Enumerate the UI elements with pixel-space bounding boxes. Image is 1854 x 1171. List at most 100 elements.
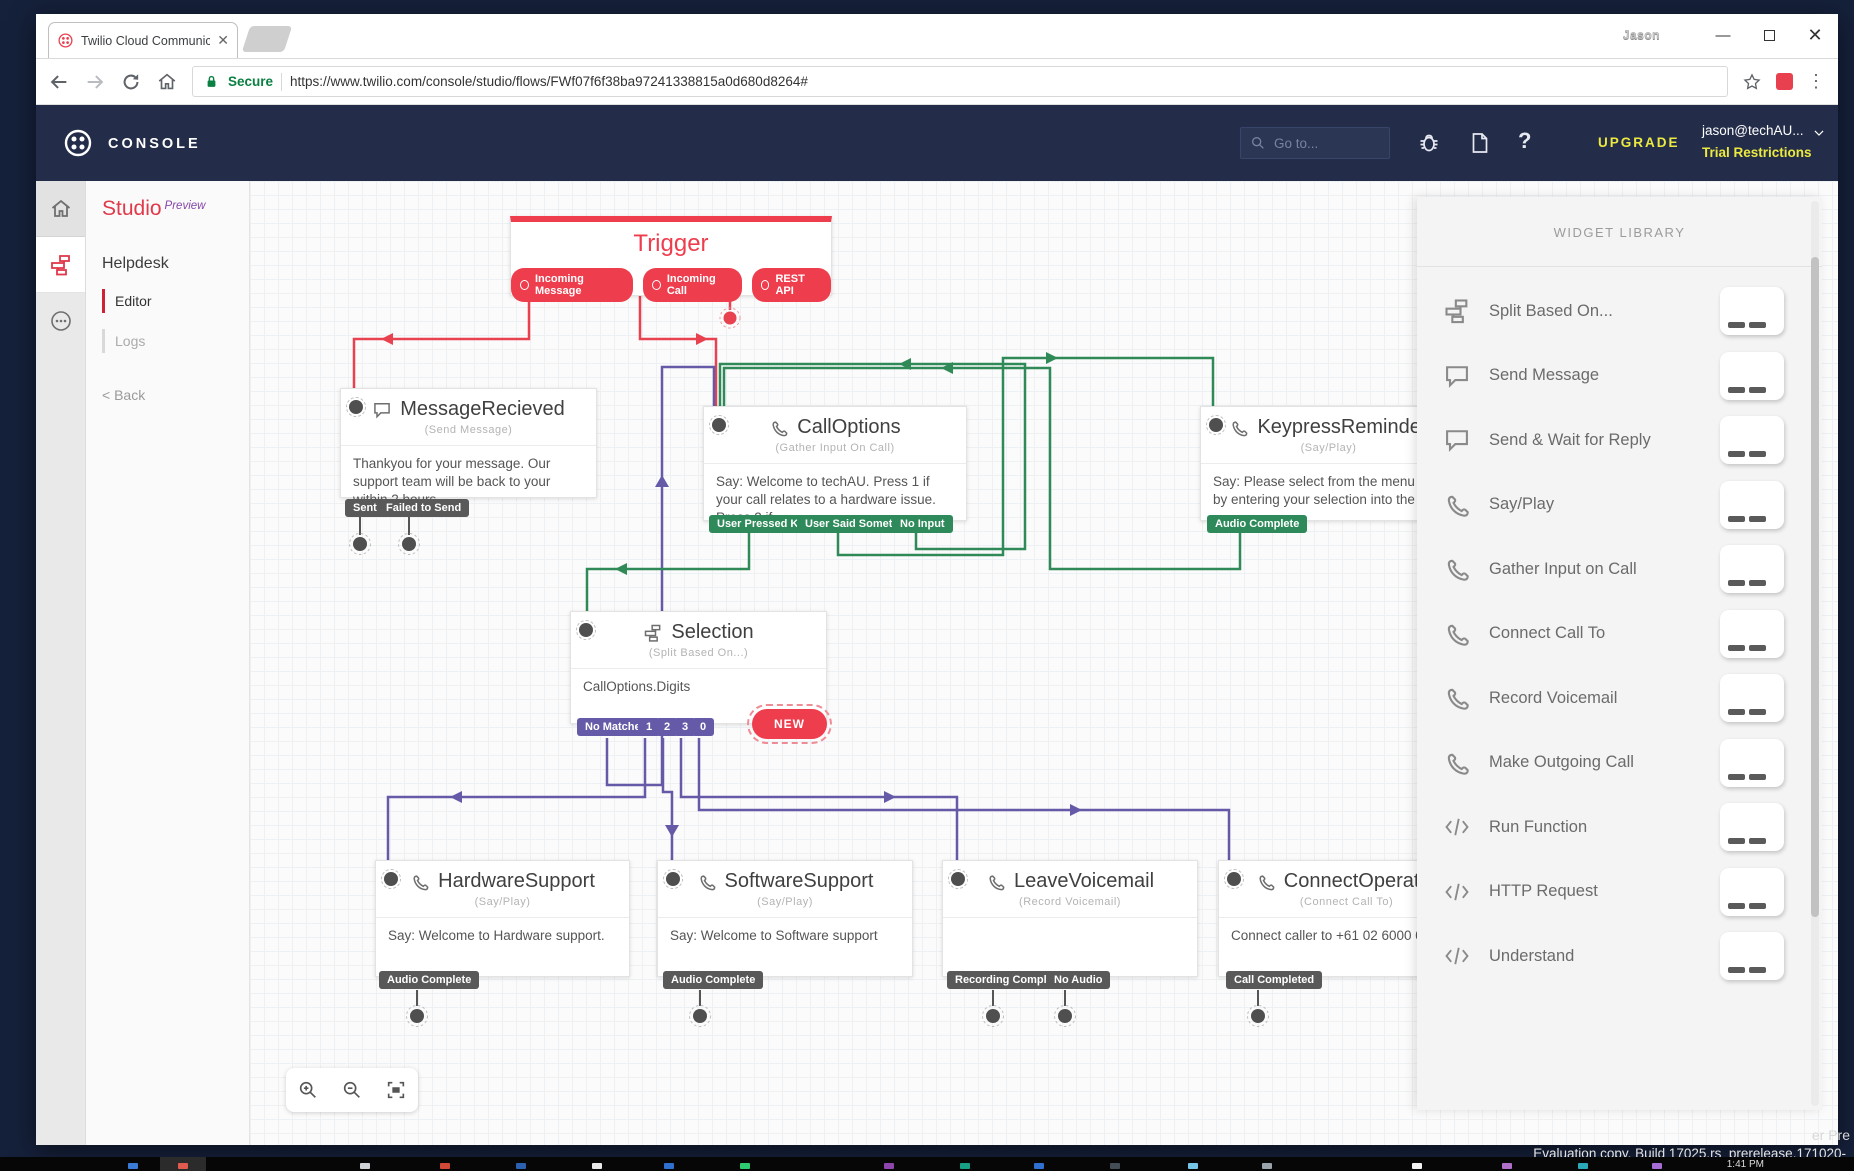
forward-icon[interactable] xyxy=(84,71,106,93)
drag-thumbnail[interactable] xyxy=(1720,738,1784,787)
drag-thumbnail[interactable] xyxy=(1720,545,1784,593)
close-button[interactable]: ✕ xyxy=(1807,24,1823,45)
flow-canvas[interactable]: Trigger Incoming Message Incoming Call R… xyxy=(250,181,1838,1145)
input-port[interactable] xyxy=(381,869,401,889)
taskbar-icon[interactable] xyxy=(178,1163,188,1169)
sidebar-item-logs[interactable]: Logs xyxy=(102,329,249,353)
taskbar-icon[interactable] xyxy=(1502,1163,1512,1169)
output-tag-2[interactable]: 2 xyxy=(656,718,679,736)
drag-thumbnail[interactable] xyxy=(1720,932,1784,980)
library-item-send-wait-reply[interactable]: Send & Wait for Reply xyxy=(1417,408,1808,473)
taskbar-icon[interactable] xyxy=(440,1163,450,1169)
goto-search-input[interactable] xyxy=(1274,135,1374,151)
widget-keypressreminder[interactable]: KeypressReminder (Say/Play) Say: Please … xyxy=(1200,406,1457,521)
widget-messagerecieved[interactable]: MessageRecieved (Send Message) Thankyou … xyxy=(340,388,597,507)
home-icon[interactable] xyxy=(156,71,178,93)
output-tag-no-input[interactable]: No Input xyxy=(892,515,953,533)
drag-thumbnail[interactable] xyxy=(1720,803,1784,851)
zoom-out-icon[interactable] xyxy=(341,1079,363,1101)
library-scrollbar[interactable] xyxy=(1811,201,1819,1106)
new-tab-button[interactable] xyxy=(241,26,293,52)
taskbar[interactable]: 1:41 PM xyxy=(0,1157,1854,1171)
maximize-button[interactable] xyxy=(1746,18,1792,52)
input-port[interactable] xyxy=(346,397,366,417)
debugger-bug-icon[interactable] xyxy=(1417,131,1441,155)
tab-close-icon[interactable]: ✕ xyxy=(217,32,229,48)
input-port[interactable] xyxy=(948,869,968,889)
rail-studio-item[interactable] xyxy=(36,237,85,293)
output-tag-recording-complete[interactable]: Recording Complete xyxy=(947,971,1071,989)
twilio-console-logo[interactable] xyxy=(62,127,94,159)
library-item-gather-input[interactable]: Gather Input on Call xyxy=(1417,537,1808,602)
taskbar-icon[interactable] xyxy=(360,1163,370,1169)
minimize-button[interactable]: — xyxy=(1715,26,1731,44)
input-port[interactable] xyxy=(663,869,683,889)
output-tag-audio-complete[interactable]: Audio Complete xyxy=(1207,515,1308,533)
help-icon[interactable]: ? xyxy=(1518,128,1532,153)
output-tag-user-pressed-keys[interactable]: User Pressed Keys xyxy=(709,515,825,533)
output-tag-audio-complete[interactable]: Audio Complete xyxy=(379,971,480,989)
library-item-split-based-on[interactable]: Split Based On... xyxy=(1417,279,1808,344)
drag-thumbnail[interactable] xyxy=(1720,351,1784,400)
trial-restrictions-link[interactable]: Trial Restrictions xyxy=(1702,145,1812,160)
browser-profile-name[interactable]: Jason xyxy=(1622,28,1660,42)
trigger-incoming-message-pill[interactable]: Incoming Message xyxy=(511,268,633,302)
output-tag-failed-to-send[interactable]: Failed to Send xyxy=(378,499,470,517)
widget-calloptions[interactable]: CallOptions (Gather Input On Call) Say: … xyxy=(703,406,967,525)
taskbar-icon[interactable] xyxy=(884,1163,894,1169)
url-text[interactable]: https://www.twilio.com/console/studio/fl… xyxy=(290,74,808,89)
trigger-incoming-call-pill[interactable]: Incoming Call xyxy=(642,268,742,302)
address-bar[interactable]: Secure https://www.twilio.com/console/st… xyxy=(192,66,1728,97)
back-icon[interactable] xyxy=(48,71,70,93)
output-tag-no-audio[interactable]: No Audio xyxy=(1046,971,1111,989)
zoom-in-icon[interactable] xyxy=(297,1079,319,1101)
drag-thumbnail[interactable] xyxy=(1720,480,1784,529)
library-item-run-function[interactable]: Run Function xyxy=(1417,795,1808,860)
output-tag-no-matches[interactable]: No Matches xyxy=(577,718,655,736)
product-title[interactable]: Studio xyxy=(102,197,162,220)
browser-menu-icon[interactable]: ⋮ xyxy=(1807,71,1826,91)
input-port[interactable] xyxy=(1206,415,1226,435)
taskbar-icon[interactable] xyxy=(1034,1163,1044,1169)
drag-thumbnail[interactable] xyxy=(1720,674,1784,722)
bookmark-star-icon[interactable] xyxy=(1742,72,1762,92)
chevron-down-icon[interactable] xyxy=(1812,126,1826,140)
taskbar-icon[interactable] xyxy=(1652,1163,1662,1169)
taskbar-icon[interactable] xyxy=(960,1163,970,1169)
library-item-http-request[interactable]: HTTP Request xyxy=(1417,860,1808,925)
input-port[interactable] xyxy=(576,620,596,640)
taskbar-icon[interactable] xyxy=(516,1163,526,1169)
widget-selection[interactable]: Selection (Split Based On...) CallOption… xyxy=(570,611,827,724)
taskbar-icon[interactable] xyxy=(1110,1163,1120,1169)
drag-thumbnail[interactable] xyxy=(1720,287,1784,335)
taskbar-icon[interactable] xyxy=(1262,1163,1272,1169)
back-link[interactable]: < Back xyxy=(102,387,146,403)
account-menu[interactable]: jason@techAU... xyxy=(1702,123,1804,138)
new-transition-button[interactable]: NEW xyxy=(747,704,832,744)
library-item-send-message[interactable]: Send Message xyxy=(1417,344,1808,409)
widget-trigger[interactable]: Trigger Incoming Message Incoming Call R… xyxy=(510,216,832,302)
output-tag-sent[interactable]: Sent xyxy=(345,499,385,517)
output-tag-0[interactable]: 0 xyxy=(692,718,715,736)
widget-hardwaresupport[interactable]: HardwareSupport (Say/Play) Say: Welcome … xyxy=(375,860,630,977)
taskbar-icon[interactable] xyxy=(664,1163,674,1169)
library-item-record-voicemail[interactable]: Record Voicemail xyxy=(1417,666,1808,731)
twilio-extension-icon[interactable] xyxy=(1776,73,1793,90)
input-port[interactable] xyxy=(709,415,729,435)
fit-screen-icon[interactable] xyxy=(385,1079,407,1101)
library-item-understand[interactable]: Understand xyxy=(1417,924,1808,989)
output-tag-1[interactable]: 1 xyxy=(638,718,661,736)
rail-more-item[interactable] xyxy=(36,293,85,349)
taskbar-icon[interactable] xyxy=(128,1163,138,1169)
goto-search[interactable] xyxy=(1240,127,1390,159)
sidebar-item-editor[interactable]: Editor xyxy=(102,289,249,313)
rail-home-item[interactable] xyxy=(36,181,85,237)
widget-softwaresupport[interactable]: SoftwareSupport (Say/Play) Say: Welcome … xyxy=(657,860,913,977)
taskbar-icon[interactable] xyxy=(1188,1163,1198,1169)
output-tag-3[interactable]: 3 xyxy=(674,718,697,736)
drag-thumbnail[interactable] xyxy=(1720,867,1784,916)
output-tag-user-said-something[interactable]: User Said Something xyxy=(797,515,924,533)
output-tag-audio-complete[interactable]: Audio Complete xyxy=(663,971,764,989)
drag-thumbnail[interactable] xyxy=(1720,416,1784,464)
library-item-say-play[interactable]: Say/Play xyxy=(1417,473,1808,538)
